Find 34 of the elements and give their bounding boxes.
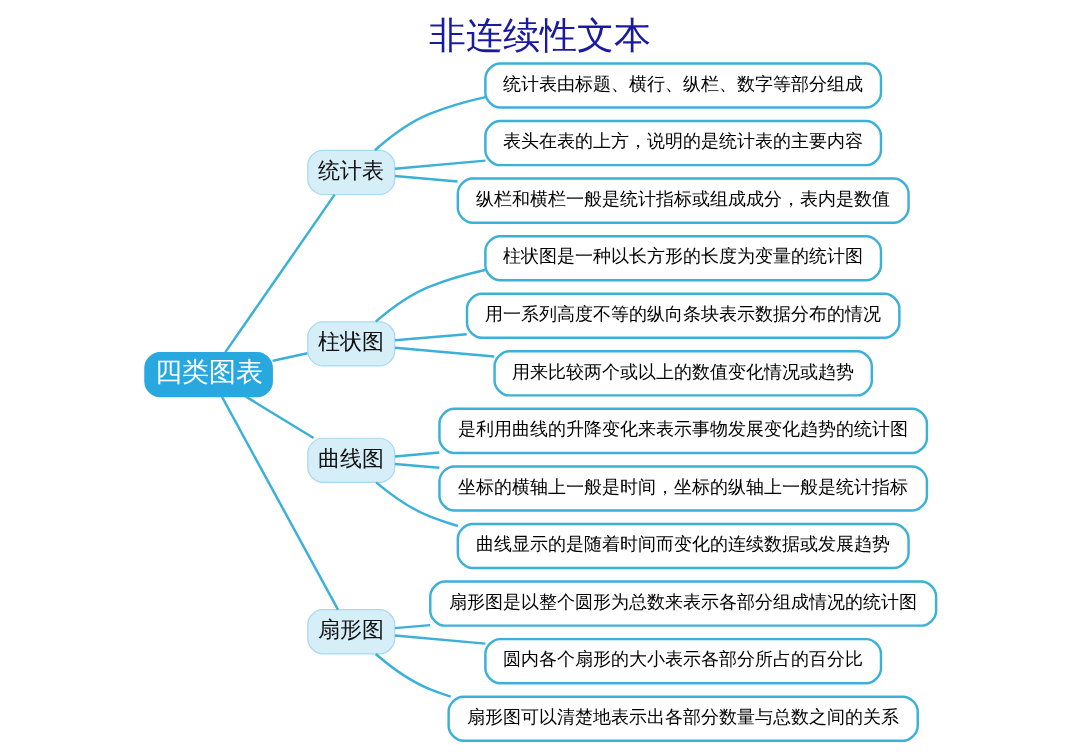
- node-box: 统计表: [306, 149, 395, 196]
- connector: [394, 174, 458, 183]
- connector: [374, 653, 451, 698]
- connector: [394, 451, 439, 458]
- node-box: 圆内各个扇形的大小表示各部分所占的百分比: [483, 637, 882, 685]
- node-box: 用来比较两个或以上的数值变化情况或趋势: [492, 350, 873, 397]
- connector: [394, 346, 494, 358]
- connector: [394, 462, 439, 469]
- node-box: 四类图表: [143, 351, 273, 398]
- connector: [374, 268, 485, 323]
- node-box: 曲线显示的是随着时间而变化的连续数据或发展趋势: [456, 522, 910, 570]
- connector: [394, 634, 485, 645]
- connector: [394, 332, 467, 342]
- node-box: 柱状图: [306, 321, 395, 367]
- node-box: 坐标的横轴上一般是时间，坐标的纵轴上一般是统计指标: [437, 465, 928, 512]
- connector: [374, 481, 458, 528]
- connector: [271, 352, 308, 363]
- node-box: 纵栏和横栏一般是统计指标或组成成分，表内是数值: [456, 177, 910, 224]
- node-box: 扇形图是以整个圆形为总数来表示各部分组成情况的统计图: [428, 580, 937, 627]
- connector: [223, 193, 336, 353]
- connector: [394, 159, 485, 170]
- node-box: 用一系列高度不等的纵向条块表示数据分布的情况: [465, 292, 901, 340]
- diagram-title: 非连续性文本: [429, 13, 651, 57]
- node-box: 扇形图: [306, 609, 395, 655]
- node-box: 表头在表的上方，说明的是统计表的主要内容: [483, 119, 882, 167]
- connector: [373, 95, 486, 152]
- node-box: 扇形图可以清楚地表示出各部分数量与总数之间的关系: [446, 695, 919, 742]
- connector: [220, 396, 339, 611]
- node-box: 是利用曲线的升降变化来表示事物发展变化趋势的统计图: [437, 407, 928, 455]
- connector: [244, 395, 314, 440]
- node-box: 曲线图: [306, 437, 395, 483]
- connector: [394, 623, 430, 630]
- node-box: 统计表由标题、横行、纵栏、数字等部分组成: [483, 62, 882, 109]
- node-box: 柱状图是一种以长方形的长度为变量的统计图: [483, 234, 882, 282]
